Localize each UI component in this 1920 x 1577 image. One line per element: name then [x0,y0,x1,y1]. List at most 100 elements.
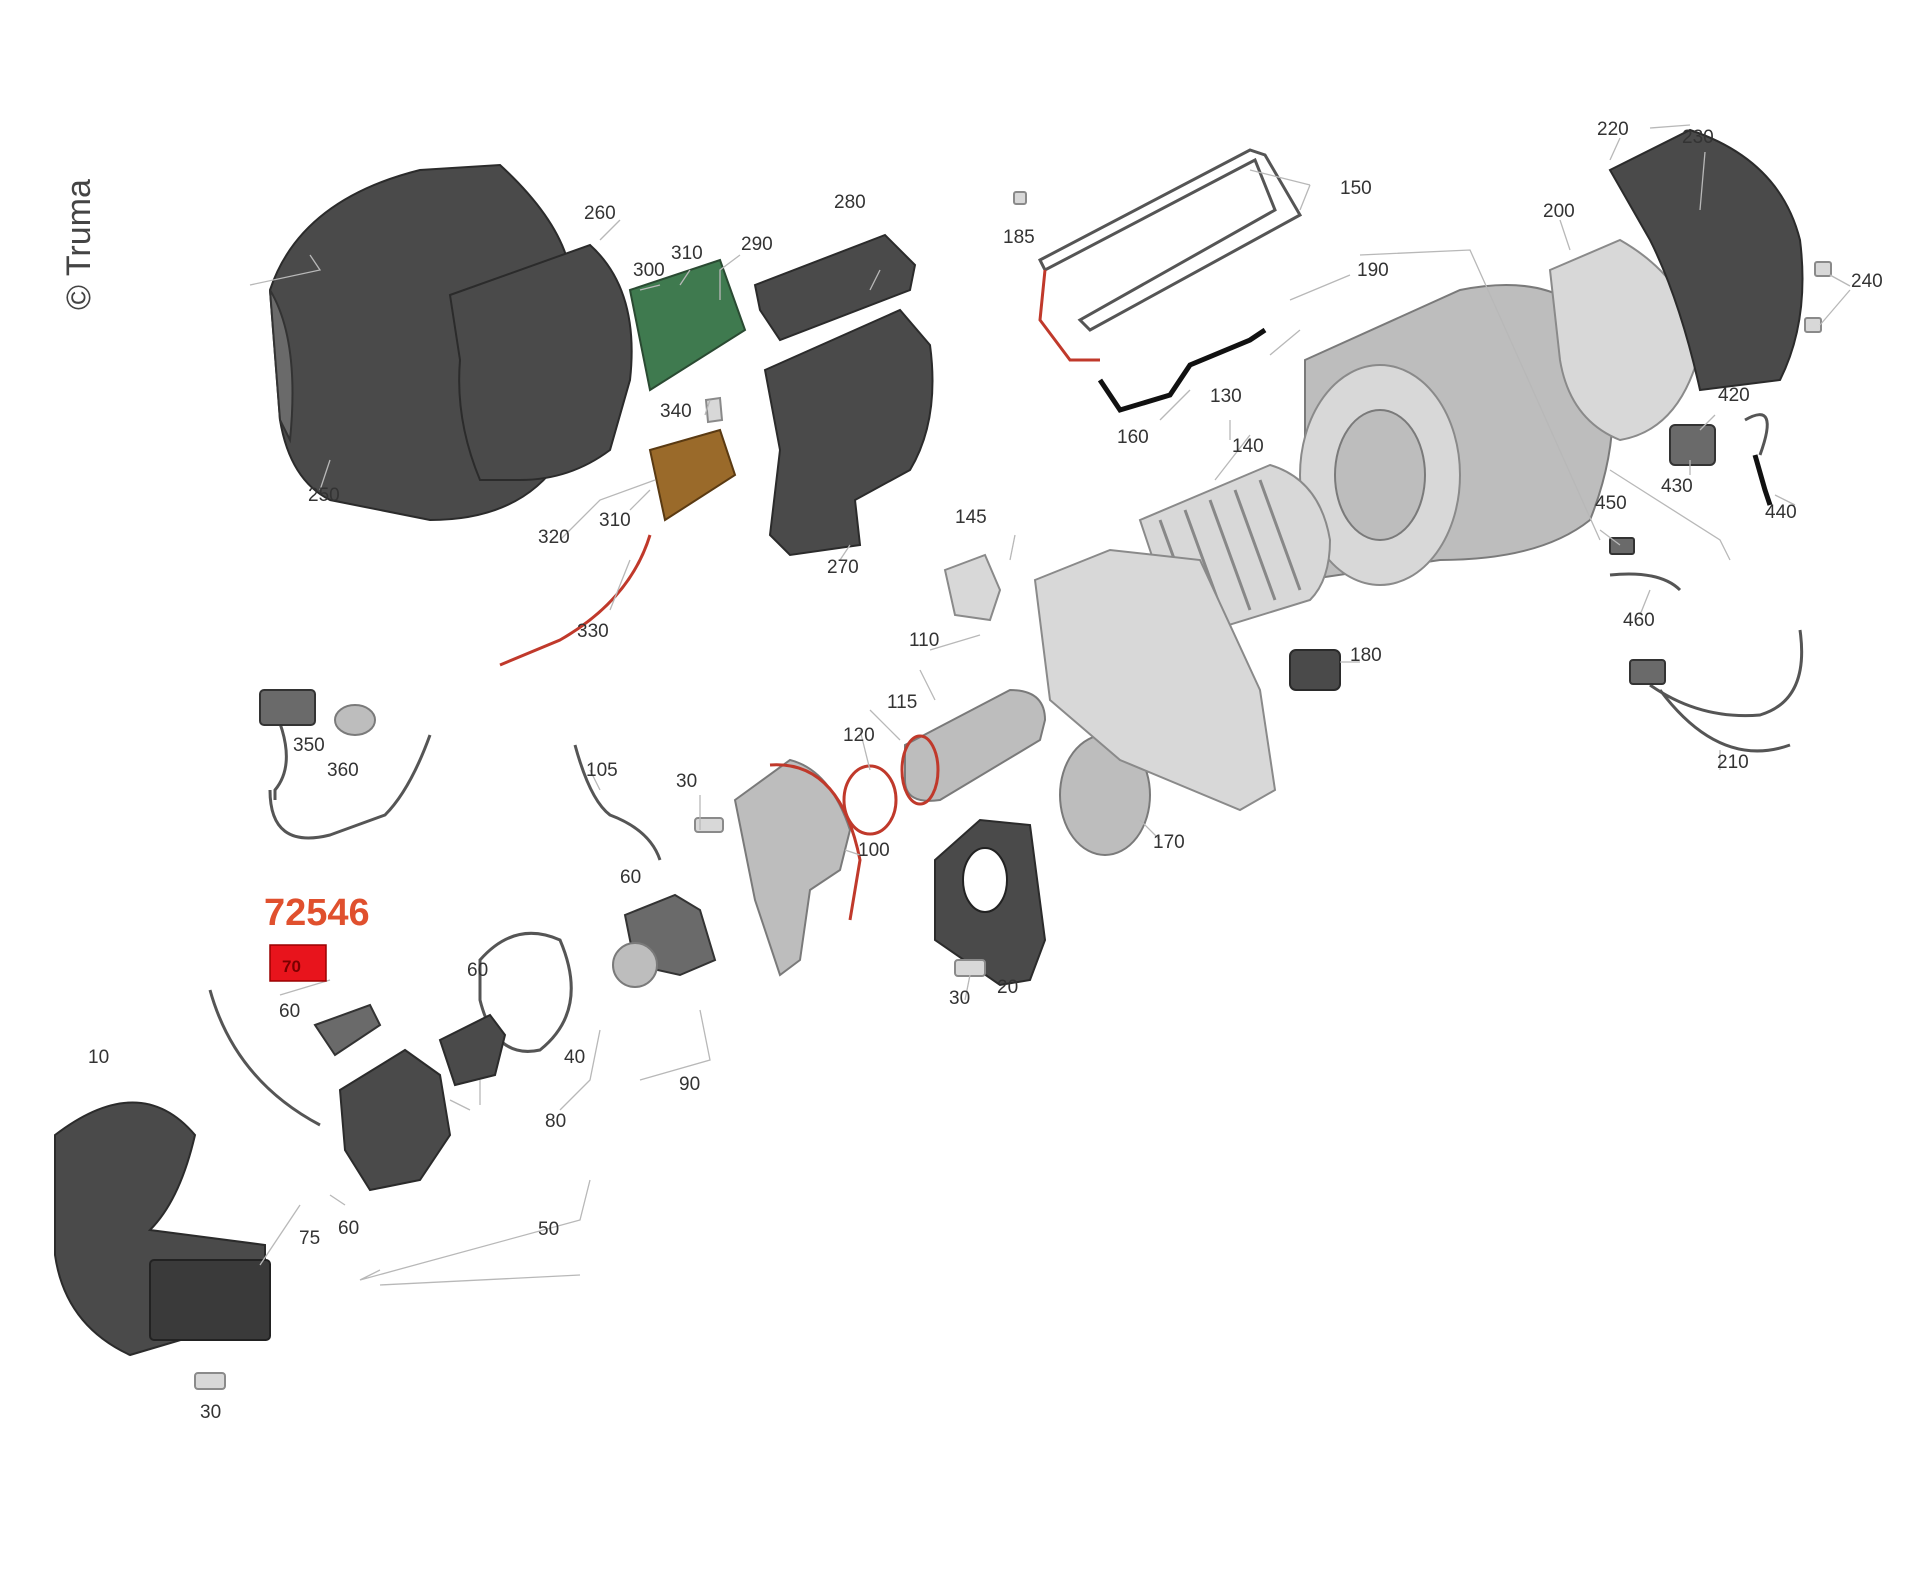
harness-210-loop [1658,689,1791,753]
tube-115 [904,688,1047,802]
label-145: 145 [955,507,987,528]
cable-440 [1752,454,1773,506]
label-30-front: 30 [200,1402,221,1423]
label-170: 170 [1153,832,1185,853]
switch-430 [1669,424,1716,466]
label-450: 450 [1595,493,1627,514]
connector-460 [1609,572,1682,592]
label-50: 50 [538,1219,559,1240]
label-160: 160 [1117,427,1149,448]
label-310-top: 310 [671,243,703,264]
label-110: 110 [909,630,939,651]
label-340: 340 [660,401,692,422]
box-350 [259,689,316,726]
label-105: 105 [586,760,618,781]
label-300: 300 [633,260,665,281]
label-190: 190 [1357,260,1389,281]
label-90: 90 [679,1074,700,1095]
harness-70 [208,989,321,1127]
label-40: 40 [564,1047,585,1068]
harness-160 [1038,269,1100,362]
ring-80 [612,942,658,988]
label-460: 460 [1623,610,1655,631]
pcb-320 [648,428,737,522]
clip-340 [704,396,724,424]
label-210: 210 [1717,752,1749,773]
label-230: 230 [1682,127,1714,148]
harness-350-loop [268,734,432,840]
label-310-bottom: 310 [599,510,631,531]
grille-10 [149,1259,271,1341]
highlight-box [269,944,327,982]
label-260: 260 [584,203,616,224]
connector-360 [334,704,376,736]
label-75: 75 [299,1228,320,1249]
motor-180 [1289,649,1341,691]
label-420: 420 [1718,385,1750,406]
label-60-unit: 60 [620,867,641,888]
label-80: 80 [545,1111,566,1132]
leader-lines [249,124,1851,1286]
shield-20-hole [962,847,1008,913]
panel-270 [763,308,934,557]
label-330: 330 [577,621,609,642]
fitting-240-b [1804,317,1822,333]
label-185: 185 [1003,227,1035,248]
bracket-60 [313,1003,382,1057]
bolt-30-front [194,1372,226,1390]
label-280: 280 [834,192,866,213]
gasket-100 [769,763,862,921]
bolt-30-shield [954,959,986,977]
casing-250-rim [269,289,294,444]
cable-330 [499,534,652,667]
label-240: 240 [1851,271,1883,292]
label-140: 140 [1232,436,1264,457]
gasket-120 [842,764,898,836]
bolt-30-plate [694,817,724,833]
fitting-240-a [1814,261,1832,277]
label-150: 150 [1340,178,1372,199]
housing-center [1033,548,1277,812]
label-30-shield: 30 [949,988,970,1009]
label-20: 20 [997,977,1018,998]
label-100: 100 [858,840,890,861]
label-430: 430 [1661,476,1693,497]
sensor-105 [573,744,662,861]
label-130: 130 [1210,386,1242,407]
label-30-plate: 30 [676,771,697,792]
label-350: 350 [293,735,325,756]
label-10: 10 [88,1047,109,1068]
part-labels: 10 20 30 30 30 30 40 50 60 60 60 60 75 8… [88,119,1883,1423]
label-60-blower: 60 [338,1218,359,1239]
label-250: 250 [308,485,340,506]
heating-element-150 [1038,148,1303,332]
label-60-cover: 60 [467,960,488,981]
disc-40 [438,1013,507,1087]
label-270: 270 [827,557,859,578]
bracket-145 [943,553,1002,622]
blower-50 [338,1048,452,1192]
label-115: 115 [887,692,917,713]
label-220: 220 [1597,119,1629,140]
label-200: 200 [1543,201,1575,222]
label-60-harness: 60 [279,1001,300,1022]
label-440: 440 [1765,502,1797,523]
front-plate-260 [448,243,633,481]
cover-280 [753,233,917,342]
cable-440-loop [1744,413,1769,456]
label-120: 120 [843,725,875,746]
housing-220 [1608,128,1804,392]
label-290: 290 [741,234,773,255]
label-360: 360 [327,760,359,781]
screw-185 [1013,191,1027,205]
connector-210 [1629,659,1666,685]
harness-210 [1649,629,1804,718]
highlight-label: 70 [282,957,301,976]
gasket-115 [900,734,940,806]
label-320: 320 [538,527,570,548]
drum-190-hole [1334,409,1426,541]
harness-160-black [1097,327,1267,413]
part-number: 72546 [264,892,370,934]
label-180: 180 [1350,645,1382,666]
